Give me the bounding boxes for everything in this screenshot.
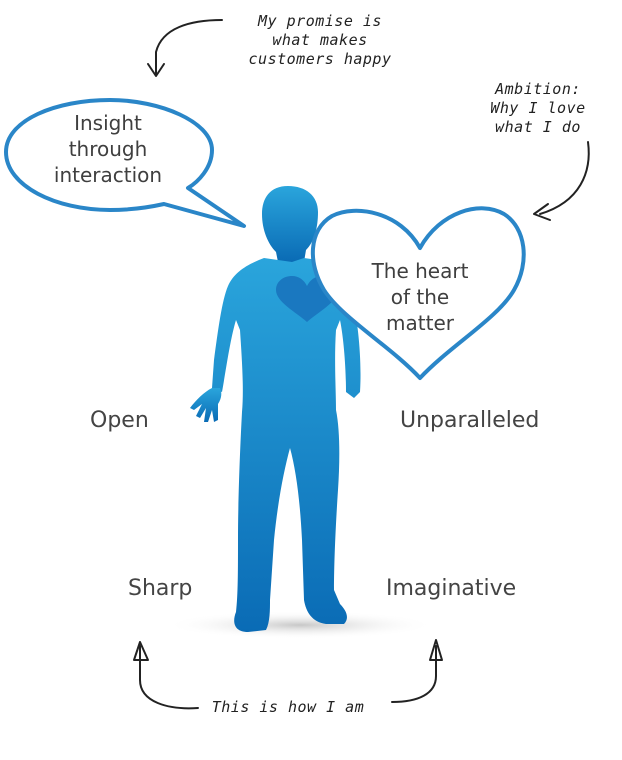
right-arrow bbox=[391, 639, 443, 703]
speech-line-3: interaction bbox=[53, 163, 163, 187]
heart-line-3: matter bbox=[386, 311, 454, 335]
heart-line-2: of the bbox=[390, 285, 450, 309]
speech-line-1: Insight bbox=[74, 111, 142, 135]
promise-annotation: My promise is what makes customers happy bbox=[226, 12, 414, 69]
person-silhouette bbox=[190, 186, 361, 632]
heart-outline bbox=[310, 206, 526, 380]
heart-line-1: The heart bbox=[371, 259, 469, 283]
promise-arrow bbox=[147, 19, 223, 77]
promise-line-2: what makes bbox=[272, 31, 368, 49]
trait-imaginative: Imaginative bbox=[386, 576, 517, 601]
heart-text: The heart of the matter bbox=[350, 258, 490, 336]
floor-shadow bbox=[165, 611, 435, 639]
ambition-annotation: Ambition: Why I love what I do bbox=[468, 80, 608, 137]
ambition-line-3: what I do bbox=[495, 118, 581, 136]
ambition-line-1: Ambition: bbox=[495, 80, 581, 98]
speech-bubble bbox=[4, 98, 246, 228]
left-arrow bbox=[133, 641, 199, 710]
trait-open: Open bbox=[90, 408, 149, 433]
speech-line-2: through bbox=[68, 137, 148, 161]
promise-line-3: customers happy bbox=[248, 50, 392, 68]
ambition-arrow bbox=[533, 141, 590, 221]
how-i-am-annotation: This is how I am bbox=[196, 698, 380, 717]
ambition-line-2: Why I love bbox=[490, 99, 586, 117]
trait-unparalleled: Unparalleled bbox=[400, 408, 540, 433]
how-i-am-text: This is how I am bbox=[211, 698, 365, 716]
trait-sharp: Sharp bbox=[128, 576, 193, 601]
speech-bubble-text: Insight through interaction bbox=[40, 110, 176, 188]
promise-line-1: My promise is bbox=[258, 12, 382, 30]
